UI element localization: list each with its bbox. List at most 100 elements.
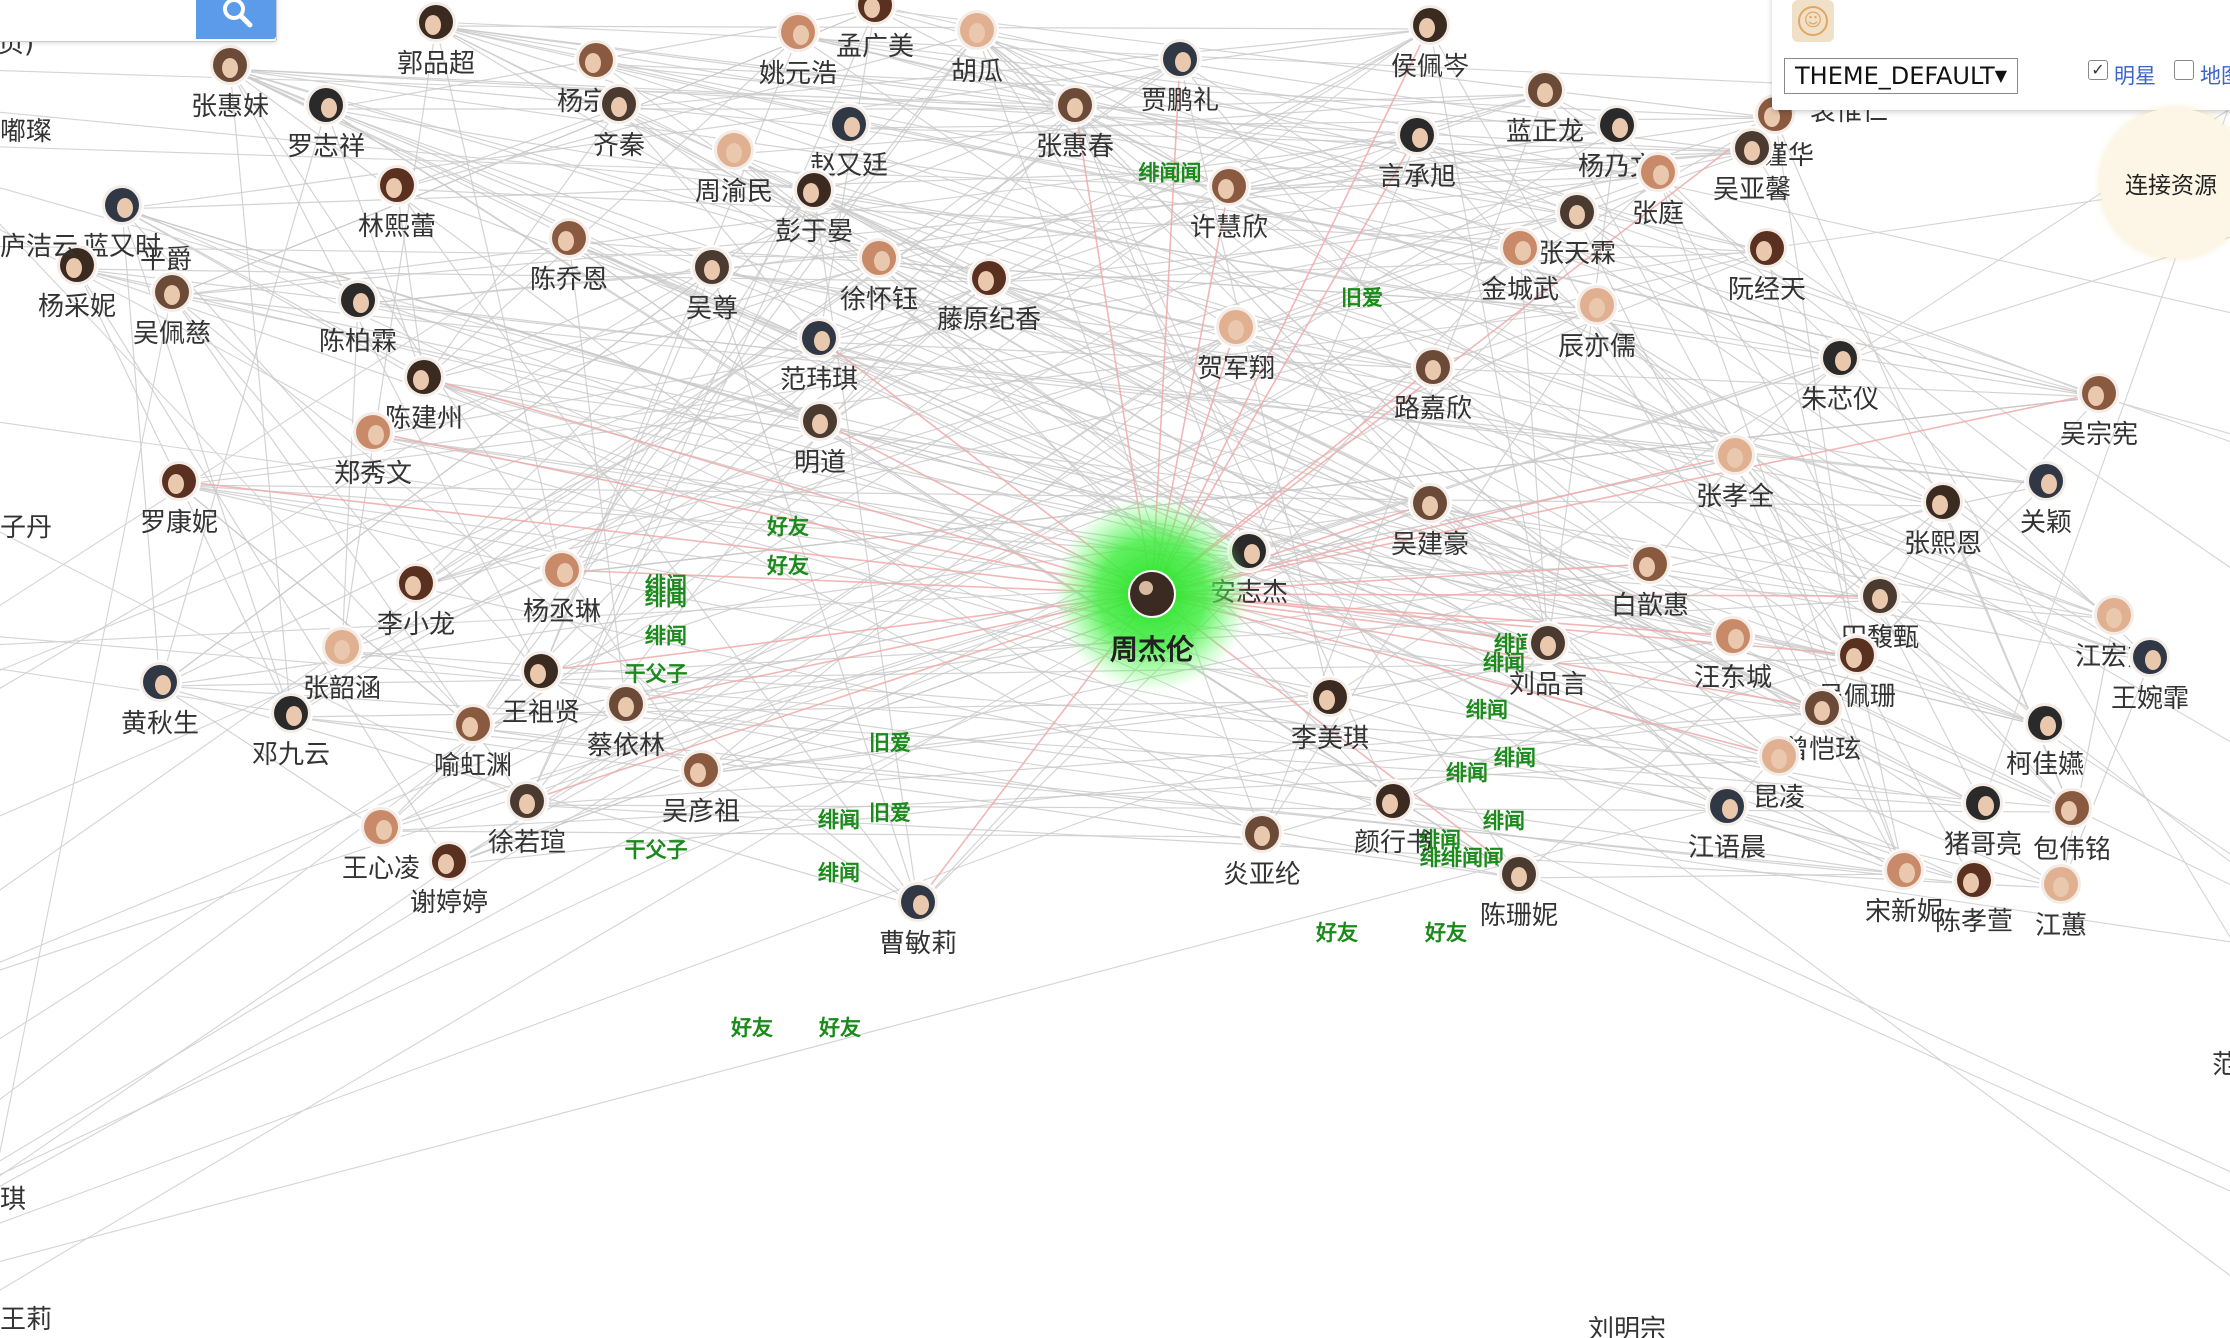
avatar-face <box>1846 648 1862 668</box>
avatar-face <box>438 854 454 874</box>
graph-node[interactable]: 张孝全 <box>1696 433 1774 512</box>
theme-select[interactable]: THEME_DEFAULT ▼ <box>1784 58 2018 94</box>
search-box[interactable] <box>0 0 277 42</box>
avatar-face <box>1319 690 1335 710</box>
graph-node[interactable]: 汪东城 <box>1694 614 1772 693</box>
graph-node[interactable]: 张惠春 <box>1036 83 1114 162</box>
graph-node[interactable]: 孟广美 <box>836 0 914 62</box>
graph-node[interactable]: 辰亦儒 <box>1558 283 1636 362</box>
graph-node[interactable]: 张惠妹 <box>191 43 269 122</box>
avatar-face <box>2053 877 2069 897</box>
graph-node[interactable]: 徐若瑄 <box>488 779 566 858</box>
graph-node[interactable]: 姚元浩 <box>759 10 837 89</box>
graph-node[interactable]: 范玮琪 <box>780 316 858 395</box>
graph-node[interactable]: 猪哥亮 <box>1944 781 2022 860</box>
graph-node[interactable]: 贾鹏礼 <box>1141 37 1219 116</box>
graph-node[interactable]: 张天霖 <box>1538 190 1616 269</box>
graph-node[interactable]: 陈乔恩 <box>530 216 608 295</box>
graph-node[interactable]: 谢婷婷 <box>410 839 488 918</box>
graph-node[interactable]: 江语晨 <box>1688 784 1766 863</box>
graph-node[interactable]: 彭于晏 <box>775 168 853 247</box>
graph-node[interactable]: 李小龙 <box>377 561 455 640</box>
graph-node[interactable]: 藤原纪香 <box>937 256 1041 335</box>
star-checkbox[interactable]: ✓ <box>2088 60 2108 80</box>
graph-node[interactable]: 吴彦祖 <box>662 748 740 827</box>
graph-node[interactable]: 林熙蕾 <box>358 163 436 242</box>
graph-node[interactable]: 罗康妮 <box>140 459 218 538</box>
avatar-face <box>558 231 574 251</box>
graph-node[interactable]: 柯佳嬿 <box>2006 701 2084 780</box>
graph-node[interactable]: 包伟铭 <box>2033 786 2111 865</box>
graph-node[interactable]: 路嘉欣 <box>1394 345 1472 424</box>
graph-node[interactable]: 关颖 <box>2020 459 2072 538</box>
graph-node[interactable]: 郑秀文 <box>334 410 412 489</box>
graph-node[interactable]: 杨丞琳 <box>523 548 601 627</box>
graph-node[interactable]: 江蕙 <box>2035 862 2087 941</box>
settings-button[interactable]: ☺ <box>1792 0 1834 42</box>
graph-node[interactable]: 张庭 <box>1632 150 1684 229</box>
graph-node[interactable]: 陈珊妮 <box>1480 852 1558 931</box>
graph-node[interactable]: 郭品超 <box>397 0 475 79</box>
graph-node[interactable]: 胡瓜 <box>951 8 1003 87</box>
graph-node[interactable]: 张熙恩 <box>1904 480 1982 559</box>
avatar-face <box>462 717 478 737</box>
graph-node[interactable]: 邓九云 <box>252 691 330 770</box>
search-button[interactable] <box>196 0 276 39</box>
graph-node[interactable]: 阮经天 <box>1728 226 1806 305</box>
graph-node[interactable]: 刘品言 <box>1509 621 1587 700</box>
graph-node[interactable]: 曹敏莉 <box>879 880 957 959</box>
graph-node[interactable]: 炎亚纶 <box>1223 811 1301 890</box>
graph-node[interactable]: 徐怀钰 <box>840 236 918 315</box>
graph-node[interactable]: 陈建州 <box>385 355 463 434</box>
graph-node[interactable]: 杨采妮 <box>38 243 116 322</box>
graph-node[interactable]: 黄秋生 <box>121 660 199 739</box>
graph-node[interactable]: 金城武 <box>1481 226 1559 305</box>
graph-node[interactable]: 侯佩岑 <box>1391 3 1469 82</box>
graph-node[interactable]: 许慧欣 <box>1190 164 1268 243</box>
graph-node[interactable]: 陈柏霖 <box>319 278 397 357</box>
graph-node[interactable]: 贺军翔 <box>1197 305 1275 384</box>
graph-node[interactable]: 张韶涵 <box>303 625 381 704</box>
graph-node[interactable]: 昆凌 <box>1753 734 1805 813</box>
center-avatar[interactable] <box>1128 570 1176 618</box>
graph-node[interactable]: 吴建豪 <box>1391 481 1469 560</box>
graph-node[interactable]: 王心凌 <box>342 805 420 884</box>
graph-node[interactable]: 蓝又时 <box>83 183 161 262</box>
graph-node[interactable]: 吴宗宪 <box>2060 371 2138 450</box>
center-node[interactable]: 周杰伦 <box>1054 496 1250 692</box>
edge-line <box>1261 658 1858 838</box>
avatar-face <box>1537 83 1553 103</box>
graph-node[interactable]: 杨宗纬 <box>557 38 635 117</box>
graph-node[interactable]: 吴佩慈 <box>133 270 211 349</box>
graph-node[interactable]: 白歆惠 <box>1611 542 1689 621</box>
avatar-face <box>155 675 171 695</box>
graph-node[interactable]: 王祖贤 <box>502 649 580 728</box>
graph-node[interactable]: 颜行书 <box>1354 779 1432 858</box>
edge-line <box>121 208 1975 885</box>
graph-node[interactable]: 赵又廷 <box>810 102 888 181</box>
graph-node[interactable]: 明道 <box>794 399 846 478</box>
graph-node[interactable]: 齐秦 <box>593 82 645 161</box>
graph-node[interactable]: 李美琪 <box>1291 675 1369 754</box>
edge-line <box>733 93 1546 155</box>
graph-node[interactable]: 宋新妮 <box>1865 848 1943 927</box>
graph-node[interactable]: 蔡依林 <box>587 682 665 761</box>
connect-resource-button[interactable]: 连接资源 <box>2100 108 2230 258</box>
edge-line <box>595 63 1659 177</box>
node-label: 侯佩岑 <box>1391 52 1469 82</box>
graph-node[interactable]: 蓝正龙 <box>1506 68 1584 147</box>
graph-node[interactable]: 曾恺玹 <box>1783 686 1861 765</box>
graph-node[interactable]: 吴尊 <box>686 245 738 324</box>
graph-node[interactable]: 朱芯仪 <box>1801 336 1879 415</box>
avatar-face <box>1771 749 1787 769</box>
graph-node[interactable]: 喻虹渊 <box>434 702 512 781</box>
graph-node[interactable]: 周渝民 <box>695 128 773 207</box>
graph-node[interactable]: 江宏杰 <box>2075 593 2153 672</box>
map-checkbox[interactable] <box>2174 60 2194 80</box>
graph-node[interactable]: 言承旭 <box>1378 113 1456 192</box>
graph-node[interactable]: 王婉霏 <box>2111 635 2189 714</box>
graph-node[interactable]: 陈孝萱 <box>1935 858 2013 937</box>
graph-node[interactable]: 吴亚馨 <box>1713 126 1791 205</box>
graph-node[interactable]: 罗志祥 <box>287 83 365 162</box>
